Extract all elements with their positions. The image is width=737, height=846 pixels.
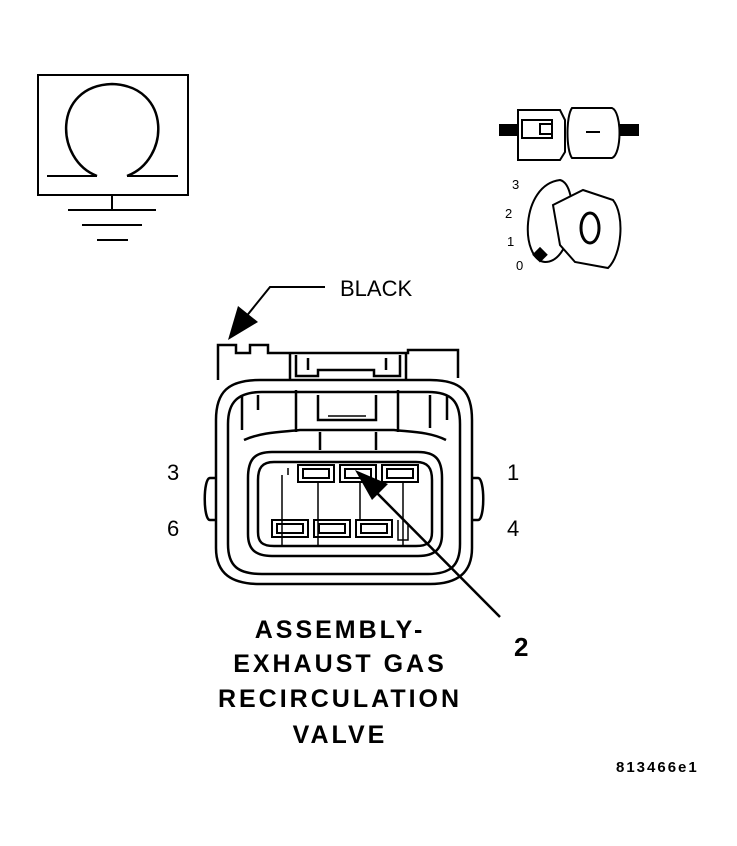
figure-code: 813466e1 — [616, 759, 699, 776]
pin-label-6: 6 — [167, 516, 179, 541]
upper-terminal-row — [281, 464, 419, 546]
connector-body — [203, 343, 485, 586]
pin-label-1: 1 — [507, 460, 519, 485]
ohmmeter-ground-icon — [37, 74, 189, 241]
connector-halves-icon — [499, 107, 639, 161]
connector-title-line-3: RECIRCULATION — [218, 685, 462, 713]
pin-label-3: 3 — [167, 460, 179, 485]
callout-number: 2 — [514, 632, 528, 662]
pin-label-4: 4 — [507, 516, 519, 541]
key-position-2: 2 — [505, 206, 512, 221]
color-label: BLACK — [340, 276, 412, 301]
lower-terminal-row — [271, 519, 409, 541]
key-position-1: 1 — [507, 234, 514, 249]
callout-arrow — [355, 470, 501, 618]
ignition-key-icon: 3 2 1 0 — [505, 177, 622, 273]
connector-title-line-2: EXHAUST GAS — [233, 650, 447, 678]
connector-title-line-4: VALVE — [293, 721, 388, 749]
color-leader — [228, 286, 325, 340]
key-position-0: 0 — [516, 258, 523, 273]
key-position-3: 3 — [512, 177, 519, 192]
connector-title-line-1: ASSEMBLY- — [255, 616, 426, 644]
